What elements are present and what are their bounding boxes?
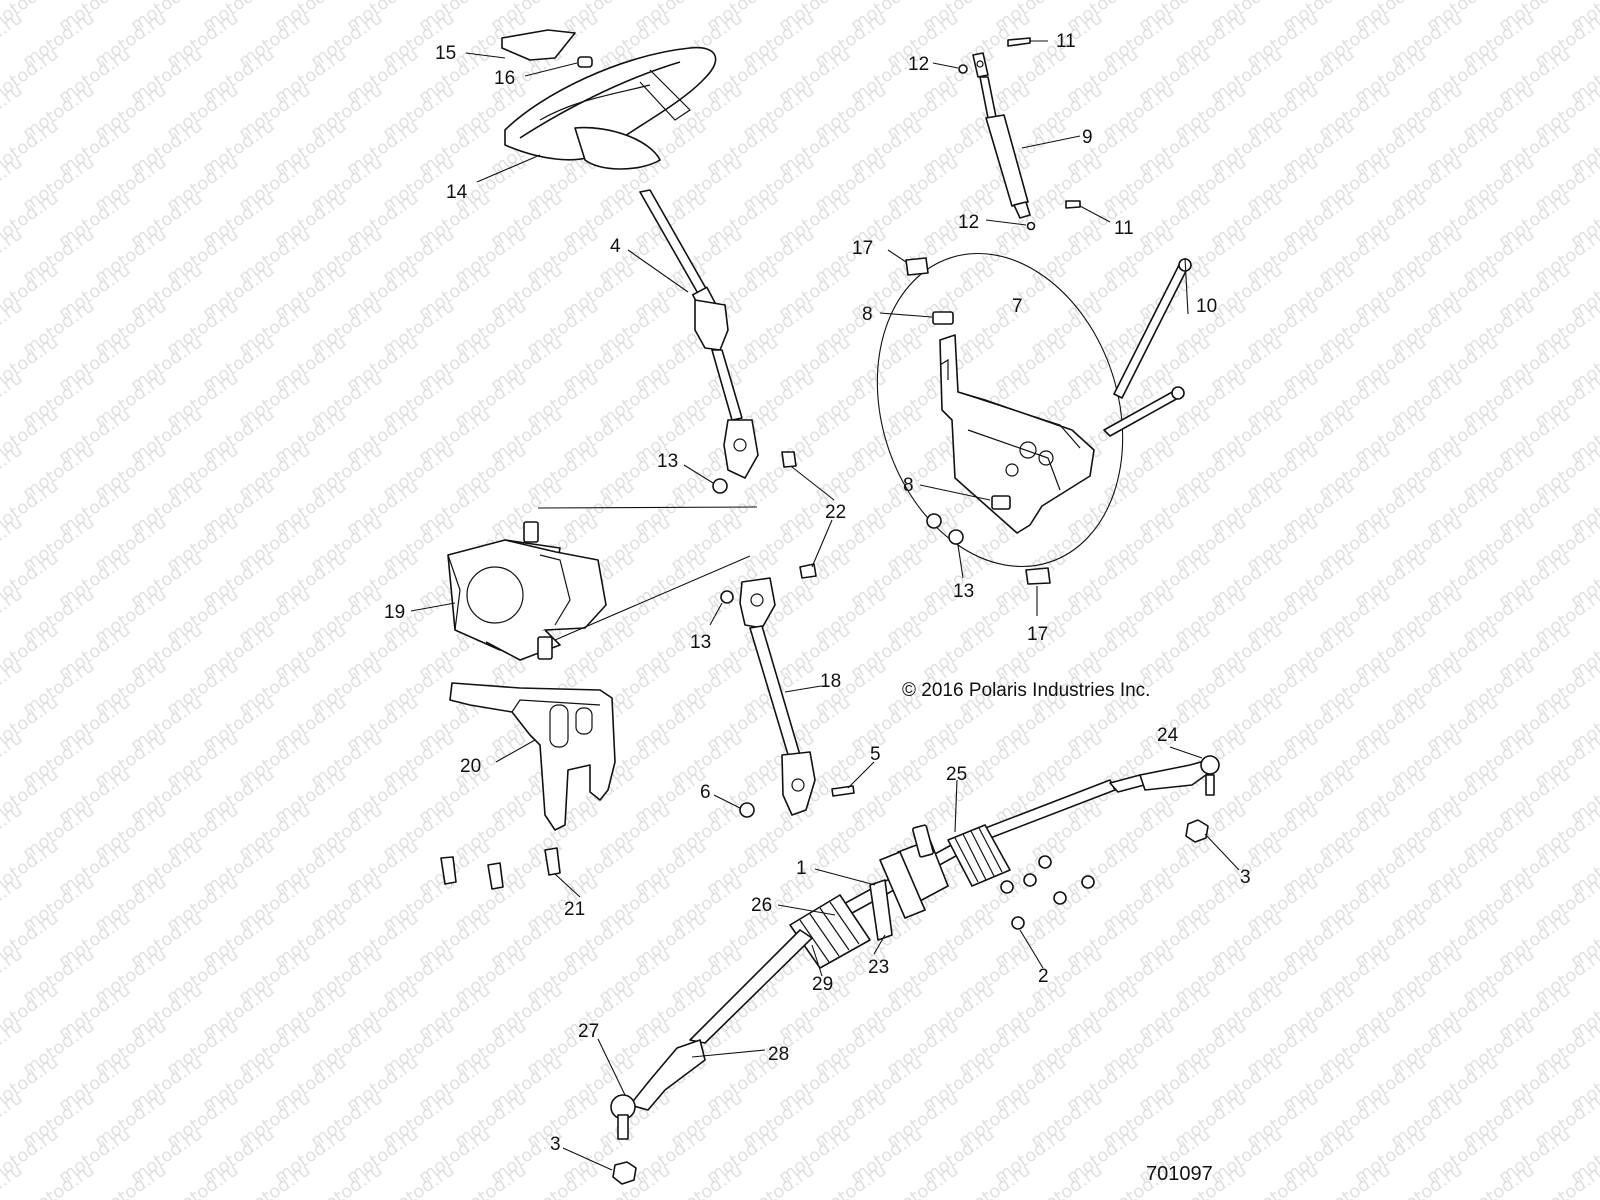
damper-nut-lower: [1026, 221, 1036, 231]
callout-26: 26: [751, 895, 772, 916]
callout-7: 7: [1012, 296, 1023, 317]
callout-9: 9: [1082, 127, 1093, 148]
callout-29: 29: [812, 974, 833, 995]
rack-nut-a: [1000, 880, 1014, 894]
watermark-text: motod.ru: [1315, 1160, 1395, 1200]
callout-23: 23: [868, 957, 889, 978]
nut-13-bracket-a: [926, 513, 942, 529]
watermark-text: motod.ru: [739, 1160, 819, 1200]
callout-12-upper: 12: [908, 54, 929, 75]
watermark-text: motod.ru: [1027, 1160, 1107, 1200]
bushing-17-lower: [1025, 567, 1051, 585]
wheel-insert: [577, 56, 593, 68]
callout-10: 10: [1196, 296, 1217, 317]
watermark-text: motod.ru: [667, 1160, 747, 1200]
watermark-text: motod.ru: [91, 1160, 171, 1200]
callout-17-lower: 17: [1027, 624, 1048, 645]
callout-28: 28: [768, 1044, 789, 1065]
callout-13-upper: 13: [657, 451, 678, 472]
bolt-21-c: [544, 847, 561, 876]
bolt-22-upper: [781, 451, 797, 468]
damper-nut-upper: [958, 64, 968, 74]
callout-18: 18: [820, 671, 841, 692]
rack-nut-f: [1011, 916, 1025, 930]
nut-6: [739, 802, 755, 818]
copyright-notice: © 2016 Polaris Industries Inc.: [902, 680, 1150, 701]
watermark-text: motod.ru: [1459, 1160, 1539, 1200]
watermark-text: motod.ru: [451, 1160, 531, 1200]
callout-22: 22: [825, 502, 846, 523]
bolt-22-lower: [799, 563, 817, 579]
callout-2: 2: [1038, 966, 1049, 987]
watermark-text: motod.ru: [19, 1160, 99, 1200]
nut-13-lower: [720, 590, 734, 604]
callout-20: 20: [460, 756, 481, 777]
callout-8-lower: 8: [903, 475, 914, 496]
callout-3-left: 3: [550, 1134, 561, 1155]
watermark-text: motod.ru: [1387, 1160, 1467, 1200]
watermark-text: motod.ru: [955, 1160, 1035, 1200]
figure-number: 701097: [1146, 1163, 1213, 1185]
callout-11-upper: 11: [1056, 31, 1076, 52]
callout-19: 19: [384, 602, 405, 623]
callout-15: 15: [435, 43, 456, 64]
rack-nut-e: [1053, 891, 1067, 905]
watermark-text: motod.ru: [307, 1160, 387, 1200]
watermark-text: motod.ru: [235, 1160, 315, 1200]
watermark-text: motod.ru: [523, 1160, 603, 1200]
bushing-17-upper: [905, 257, 929, 276]
watermark-text: motod.ru: [1531, 1160, 1600, 1200]
callout-4: 4: [610, 236, 621, 257]
callout-11-lower: 11: [1114, 218, 1134, 239]
callout-1: 1: [796, 858, 807, 879]
watermark-text: motod.ru: [1243, 1160, 1323, 1200]
callout-13-lower: 13: [690, 632, 711, 653]
bushing-upper: [932, 311, 954, 325]
callout-3-right: 3: [1240, 867, 1251, 888]
callout-24: 24: [1157, 725, 1179, 746]
nut-13-upper: [712, 478, 728, 494]
callout-16: 16: [494, 68, 515, 89]
watermark-text: motod.ru: [163, 1160, 243, 1200]
nut-13-bracket-b: [948, 529, 964, 545]
rack-nut-c: [1023, 873, 1037, 887]
tie-rod-nut-right: [1185, 819, 1209, 843]
callout-8-upper: 8: [862, 304, 873, 325]
damper-bolt-upper: [1007, 37, 1031, 47]
callout-6: 6: [700, 782, 711, 803]
callout-5: 5: [870, 744, 881, 765]
watermark-text: motod.ru: [379, 1160, 459, 1200]
callout-14: 14: [446, 182, 468, 203]
callout-27: 27: [578, 1021, 599, 1042]
damper-bolt-lower: [1065, 200, 1081, 209]
callout-25: 25: [946, 764, 967, 785]
callout-17-upper: 17: [852, 238, 873, 259]
rack-nut-b: [1038, 855, 1052, 869]
tie-rod-nut-left: [612, 1161, 637, 1185]
callout-21: 21: [564, 899, 585, 920]
callout-13-bracket: 13: [953, 581, 974, 602]
watermark-text: motod.ru: [883, 1160, 963, 1200]
callout-12-lower: 12: [958, 212, 979, 233]
bushing-lower: [991, 495, 1011, 510]
watermark-text: motod.ru: [811, 1160, 891, 1200]
rack-nut-d: [1081, 875, 1095, 889]
